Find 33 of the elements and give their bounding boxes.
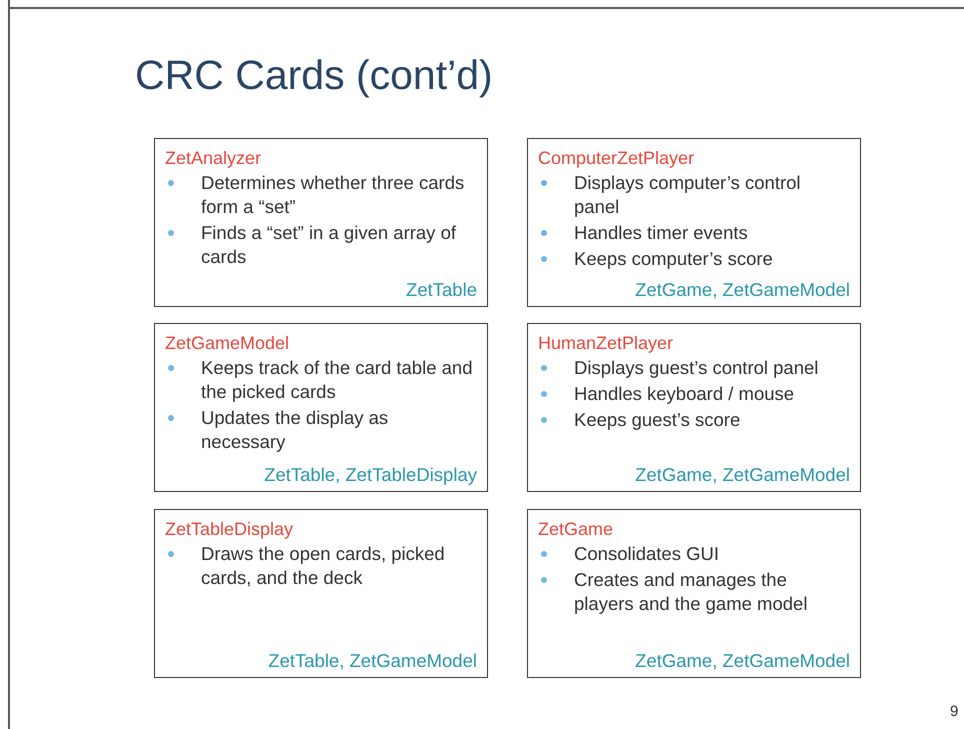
bullet-text: Creates and manages the players and the game model [574,568,808,616]
collaborator-list: ZetTable, ZetGameModel [268,649,477,673]
bullet-text: Displays guest’s control panel [574,356,820,380]
crc-card [527,509,861,678]
class-name: ZetGame [538,518,614,540]
collaborator-list: ZetTable, ZetTableDisplay [264,463,477,487]
crc-card [527,323,861,492]
crc-card [154,323,488,492]
collaborator-list: ZetGame, ZetGameModel [635,278,850,302]
class-name: ZetTableDisplay [165,518,294,540]
bullet-text: Consolidates GUI [574,542,720,566]
collaborator-list: ZetGame, ZetGameModel [635,463,850,487]
bullet-text: Updates the display as necessary [201,406,390,454]
bullet-text: Handles keyboard / mouse [574,382,796,406]
crc-card [527,138,861,307]
class-name: ZetGameModel [165,332,290,354]
bullet-text: Displays computer’s control panel [574,171,802,219]
class-name: ZetAnalyzer [165,147,262,169]
bullet-text: Keeps guest’s score [574,408,742,432]
crc-card [154,138,488,307]
bullet-text: Determines whether three cards form a “set” [201,171,466,219]
bullet-text: Keeps computer’s score [574,247,774,271]
bullet-text: Finds a “set” in a given array of cards [201,221,457,269]
slide-title: CRC Cards (cont’d) [135,52,493,99]
class-name: ComputerZetPlayer [538,147,694,169]
bullet-text: Handles timer events [574,221,749,245]
crc-card [154,509,488,678]
collaborator-list: ZetTable [406,278,477,302]
bullet-text: Keeps track of the card table and the picked cards [201,356,474,404]
collaborator-list: ZetGame, ZetGameModel [635,649,850,673]
class-name: HumanZetPlayer [538,332,674,354]
bullet-text: Draws the open cards, picked cards, and the deck [201,542,446,590]
page-number: 9 [950,703,958,720]
